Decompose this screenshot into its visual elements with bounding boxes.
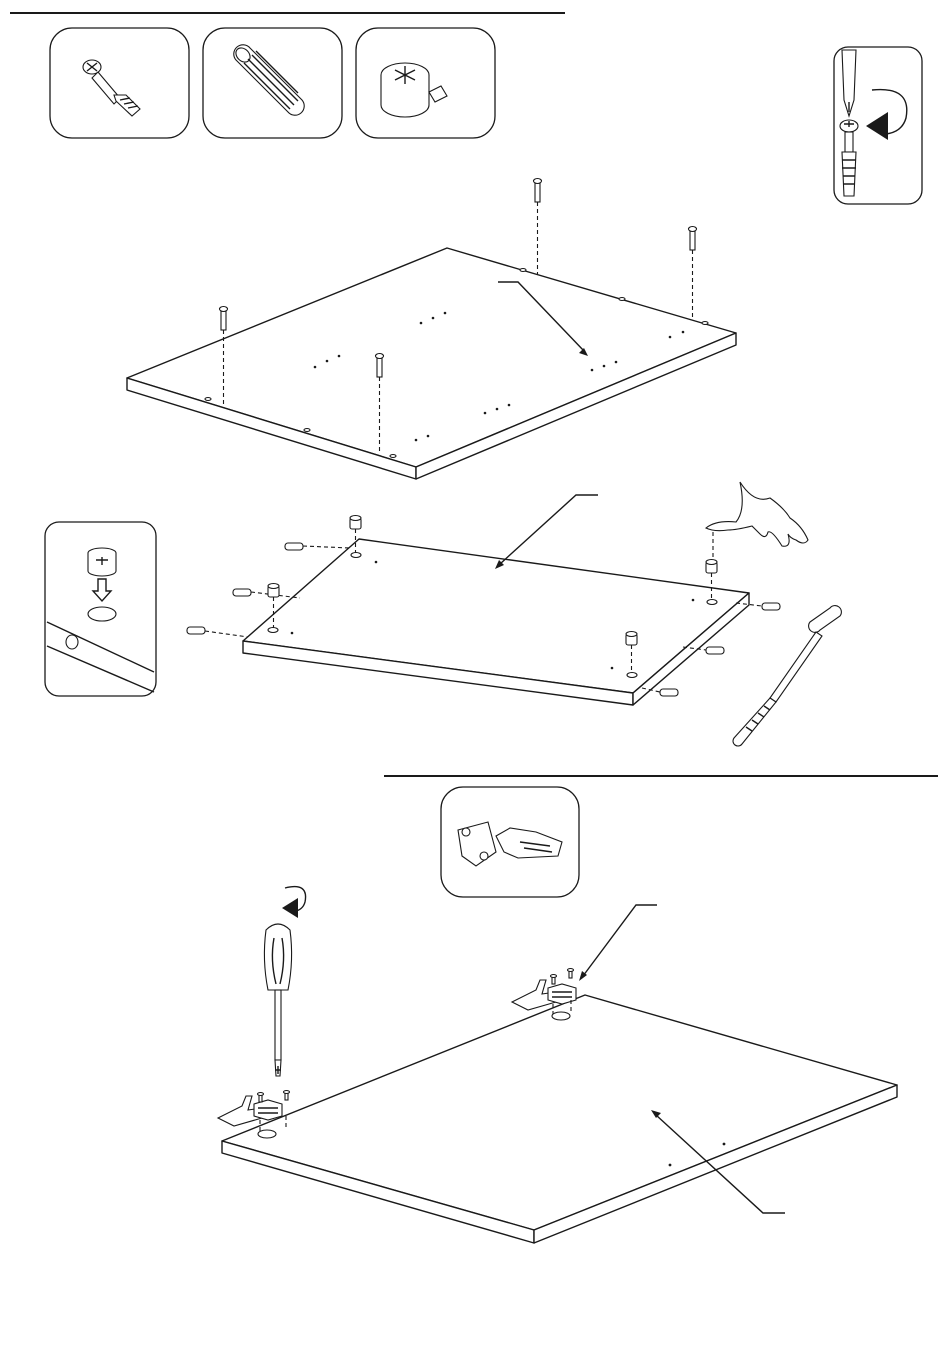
wooden-dowel-icon <box>233 589 300 598</box>
screwdriver-icon <box>264 924 291 1076</box>
panel-top-board <box>127 248 736 479</box>
screwdriver-with-rotation <box>264 887 305 1076</box>
wooden-dowel-icon <box>285 543 350 550</box>
hand-icon <box>706 482 808 560</box>
screw-icon <box>551 975 557 985</box>
panel-door-board <box>222 995 897 1243</box>
inset-cam-lock-orientation <box>45 522 156 696</box>
panel-middle-board <box>243 539 749 705</box>
edge-hole <box>66 635 78 649</box>
rotate-arrow-icon <box>282 887 306 918</box>
cam-bolt-icon <box>534 179 542 276</box>
part-box-hinge <box>441 787 579 897</box>
callout-leader-hinge <box>579 905 657 981</box>
part-box-cam-bolt <box>50 28 189 138</box>
part-box-wooden-dowel <box>203 28 342 138</box>
cam-bolt-icon <box>689 227 697 319</box>
screw-icon <box>284 1091 290 1101</box>
inset-screw-tightening <box>834 47 922 204</box>
callout-leader-middle-panel <box>495 495 598 569</box>
cam-lock-icon <box>88 548 116 576</box>
hole-target <box>88 607 116 621</box>
wooden-dowel-icon <box>187 627 248 637</box>
hammer-icon <box>733 606 841 746</box>
screw-icon <box>258 1093 264 1103</box>
part-box-cam-lock <box>356 28 495 138</box>
screw-icon <box>568 969 574 979</box>
